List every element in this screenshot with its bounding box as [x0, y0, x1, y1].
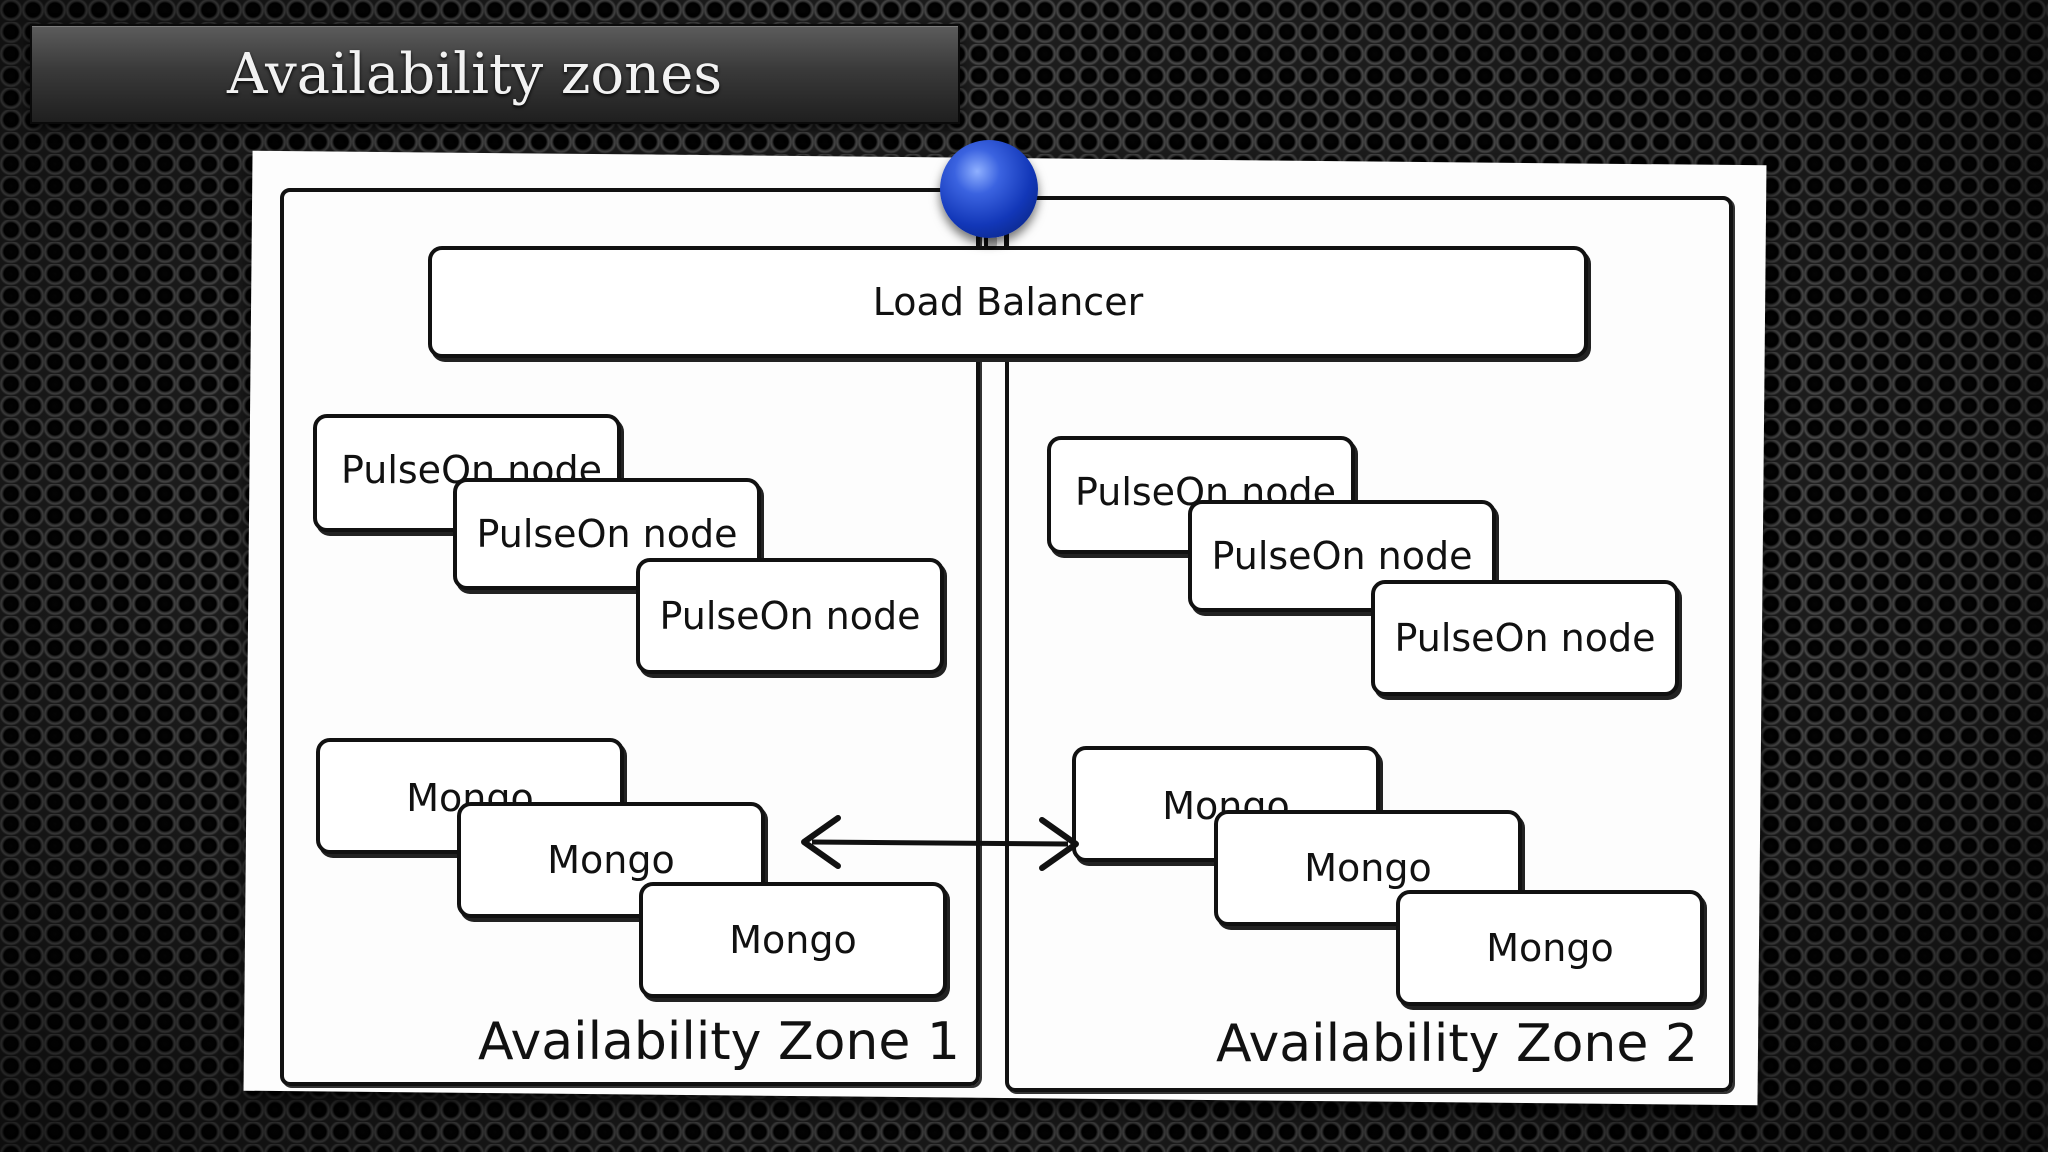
- availability-zone-1: [280, 188, 980, 1086]
- zone2-label: Availability Zone 2: [1216, 1014, 1698, 1074]
- zone2-pulseon-node-3: PulseOn node: [1371, 580, 1679, 696]
- slide-title-bar: Availability zones: [30, 24, 960, 124]
- zone2-mongo-node-3: Mongo: [1396, 890, 1704, 1006]
- load-balancer-box: Load Balancer: [428, 246, 1588, 358]
- zone1-label: Availability Zone 1: [478, 1012, 960, 1072]
- slide-title: Availability zones: [227, 42, 723, 107]
- availability-zone-2: [1005, 196, 1733, 1092]
- zone1-mongo-node-3: Mongo: [639, 882, 947, 998]
- blue-pushpin-icon: [940, 140, 1038, 238]
- zone1-pulseon-node-3: PulseOn node: [636, 558, 944, 674]
- replication-arrow-icon: [801, 815, 1079, 871]
